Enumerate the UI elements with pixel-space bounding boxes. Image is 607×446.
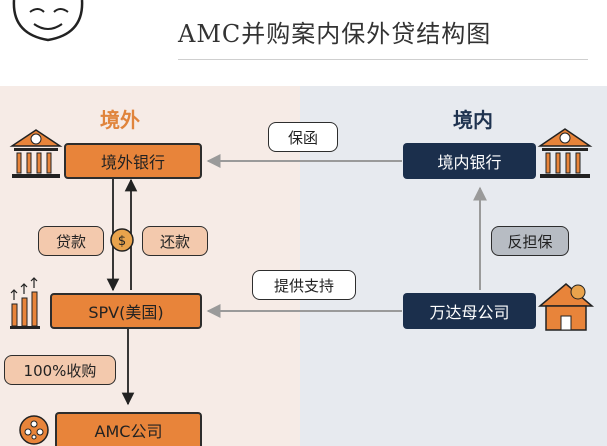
node-amc: AMC公司 [55, 412, 202, 446]
film-reel-icon [19, 415, 49, 445]
label-repayment: 还款 [142, 226, 208, 256]
node-domestic-bank: 境内银行 [403, 143, 536, 179]
node-parent-company: 万达母公司 [403, 293, 536, 329]
label-guarantee-letter: 保函 [268, 122, 338, 152]
svg-text:$: $ [118, 234, 126, 249]
header [0, 0, 607, 86]
growth-bars-icon [10, 277, 40, 329]
house-icon [537, 283, 595, 331]
region-label-overseas: 境外 [100, 108, 140, 132]
label-provide-support: 提供支持 [252, 270, 356, 300]
region-label-domestic: 境内 [453, 108, 493, 132]
label-acquisition: 100%收购 [4, 355, 116, 385]
title-divider [178, 59, 588, 60]
node-overseas-bank: 境外银行 [64, 143, 202, 179]
label-counter-guarantee: 反担保 [491, 226, 569, 256]
coin-icon: $ [110, 228, 134, 252]
page-title: AMC并购案内保外贷结构图 [178, 20, 492, 48]
node-spv: SPV(美国) [50, 293, 202, 329]
label-loan: 贷款 [38, 226, 104, 256]
bank-icon-overseas [9, 129, 63, 178]
bank-icon-domestic [537, 128, 593, 178]
